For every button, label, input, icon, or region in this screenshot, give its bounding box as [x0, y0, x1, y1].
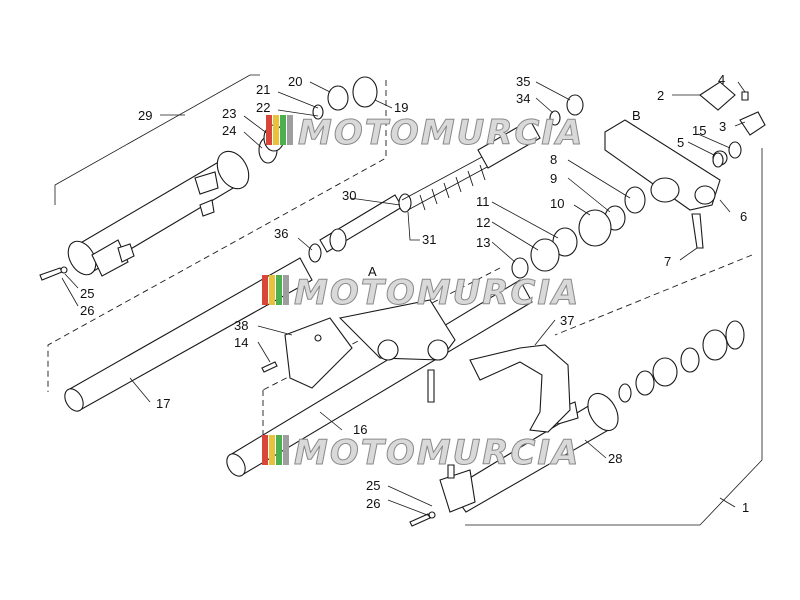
callout-36: 36 [274, 226, 288, 241]
watermark-text-bottom: MOTOMURCIA [294, 433, 580, 473]
callout-6: 6 [740, 209, 747, 224]
callout-4: 4 [718, 72, 725, 87]
callout-29: 29 [138, 108, 152, 123]
callout-11: 11 [476, 194, 490, 209]
watermark-top: MOTOMURCIA [266, 113, 584, 154]
watermark-text-middle: MOTOMURCIA [294, 273, 580, 313]
watermark-middle: MOTOMURCIA [262, 273, 580, 314]
lower-bearings [618, 320, 745, 403]
callout-24: 24 [222, 123, 236, 138]
fork-tubes [64, 119, 541, 477]
callout-19: 19 [394, 100, 408, 115]
callout-35: 35 [516, 74, 530, 89]
callout-3: 3 [719, 119, 726, 134]
callout-26-left: 26 [80, 303, 94, 318]
callout-numbers: 1 2 3 4 5 6 7 8 9 10 11 12 13 14 15 16 1… [80, 72, 749, 515]
callout-26-right: 26 [366, 496, 380, 511]
callout-5: 5 [677, 135, 684, 150]
callout-34: 34 [516, 91, 530, 106]
callout-20: 20 [288, 74, 302, 89]
callout-12: 12 [476, 215, 490, 230]
callout-21: 21 [256, 82, 270, 97]
callout-13: 13 [476, 235, 490, 250]
callout-7: 7 [664, 254, 671, 269]
callout-10: 10 [550, 196, 564, 211]
callout-A: A [368, 264, 377, 279]
callout-25-left: 25 [80, 286, 94, 301]
fork-slider-right [439, 392, 619, 513]
callout-37: 37 [560, 313, 574, 328]
callout-9: 9 [550, 171, 557, 186]
callout-2: 2 [657, 88, 664, 103]
callout-1: 1 [742, 500, 749, 515]
callout-8: 8 [550, 152, 557, 167]
callout-30: 30 [342, 188, 356, 203]
leader-lines [61, 81, 746, 517]
group-brackets [54, 74, 763, 526]
callout-16: 16 [353, 422, 367, 437]
steering-bracket [469, 344, 571, 433]
watermark-text-top: MOTOMURCIA [298, 113, 584, 153]
callout-23: 23 [222, 106, 236, 121]
callout-15: 15 [692, 123, 706, 138]
callout-28: 28 [608, 451, 622, 466]
callout-38: 38 [234, 318, 248, 333]
watermark-bottom: MOTOMURCIA [262, 433, 580, 474]
fork-slider-left [67, 150, 250, 277]
steering-bearings [511, 94, 742, 279]
bolts [39, 266, 436, 527]
callout-31: 31 [422, 232, 436, 247]
mudguard-guide [284, 317, 353, 389]
callout-14: 14 [234, 335, 248, 350]
callout-17: 17 [156, 396, 170, 411]
callout-B: B [632, 108, 641, 123]
callout-22: 22 [256, 100, 270, 115]
lower-crown [338, 299, 456, 403]
callout-25-right: 25 [366, 478, 380, 493]
